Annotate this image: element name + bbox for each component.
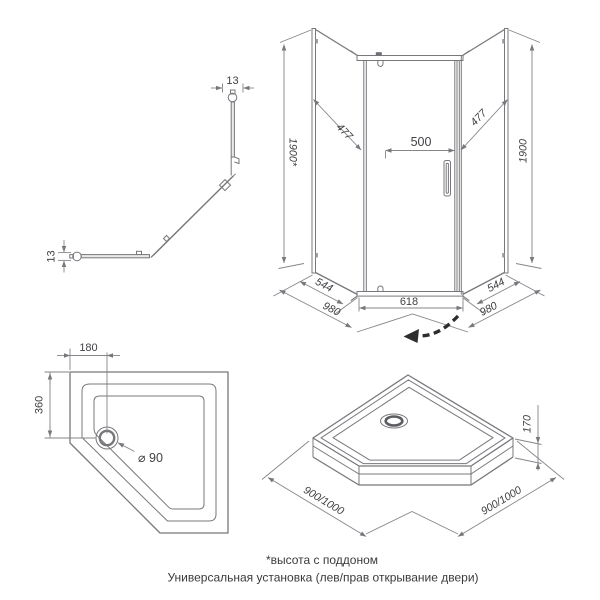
dim-line-left-panel xyxy=(313,99,362,151)
dim-drain-offset-y: 360 xyxy=(34,396,46,414)
dim-front-width: 618 xyxy=(400,296,418,308)
profile-nub xyxy=(136,250,142,256)
left-wall-profile xyxy=(311,28,316,274)
top-roller xyxy=(375,52,382,56)
tray-rim-contour xyxy=(81,383,217,522)
dim-line-side-total-right xyxy=(468,289,541,328)
dim-drain-diameter: ⌀ 90 xyxy=(138,451,163,465)
dim-profile-bottom-width: 13 xyxy=(46,250,58,262)
enclosure-front-view: 1900* 1900 477 477 500 618 544 980 544 9… xyxy=(273,28,545,343)
tray-outer-outline xyxy=(69,371,229,534)
left-panel-top-edge xyxy=(315,28,358,57)
door-swing-arrowhead xyxy=(403,329,419,343)
dim-side-glass-left: 544 xyxy=(313,276,335,295)
glass-clamp xyxy=(218,178,232,192)
right-panel-top-edge xyxy=(462,28,505,57)
dim-height-right: 1900 xyxy=(518,139,530,163)
vertical-wall-profile xyxy=(230,101,235,158)
dim-side-total-right: 980 xyxy=(478,300,500,319)
dim-line-right-panel xyxy=(460,99,508,151)
dim-tray-height: 170 xyxy=(522,415,534,433)
wall-screw xyxy=(502,39,505,44)
dim-drain-offset-x: 180 xyxy=(79,342,97,354)
dim-right-panel: 477 xyxy=(468,107,490,129)
tray-iso-base xyxy=(312,456,514,486)
top-bar xyxy=(356,55,464,61)
dim-side-total-left: 980 xyxy=(321,300,343,319)
wall-bracket xyxy=(230,89,236,95)
tray-iso-rim xyxy=(312,374,514,467)
horizontal-wall-profile xyxy=(80,254,150,259)
bottom-bar xyxy=(356,291,464,297)
bottom-hook xyxy=(377,285,384,292)
tray-floor-contour xyxy=(93,395,205,510)
captions: *высота с поддоном Универсальная установ… xyxy=(167,553,478,585)
door-swing-arc xyxy=(412,314,460,338)
wall-profile-knob-bottom xyxy=(72,251,82,262)
tray-iso-step xyxy=(312,445,514,475)
dim-line-side-total-left xyxy=(279,289,352,328)
wall-screw xyxy=(315,39,318,44)
wall-bracket xyxy=(69,254,74,259)
glass-clamp-small xyxy=(162,234,171,243)
tray-iso-floor xyxy=(332,386,494,461)
wall-screw xyxy=(315,253,318,258)
drain-ring-iso xyxy=(384,415,404,427)
dim-line-side-right xyxy=(457,477,557,537)
dim-side-glass-right: 544 xyxy=(485,276,507,295)
dim-tray-side-left: 900/1000 xyxy=(301,484,346,517)
drain-leader xyxy=(117,442,135,452)
dim-line-side-left xyxy=(267,477,367,537)
profile-step-detail xyxy=(230,156,240,176)
top-hook xyxy=(377,60,384,67)
wall-screw xyxy=(502,253,505,258)
footnote-height-note: *высота с поддоном xyxy=(266,553,378,567)
dim-profile-top-width: 13 xyxy=(226,75,238,87)
tray-iso-view: 170 900/1000 900/1000 xyxy=(261,374,565,537)
drain-outer-iso xyxy=(380,413,408,429)
dim-door-width: 500 xyxy=(411,135,432,149)
tray-iso-rim-inner xyxy=(320,379,506,465)
installation-note: Универсальная установка (лев/прав открыв… xyxy=(167,571,478,585)
frame-profile-view: 13 13 xyxy=(46,75,254,273)
right-wall-profile xyxy=(504,28,509,274)
tray-top-view: ⌀ 90 180 360 xyxy=(34,342,229,534)
door-handle xyxy=(443,160,451,197)
dim-height-left: 1900* xyxy=(287,138,299,167)
